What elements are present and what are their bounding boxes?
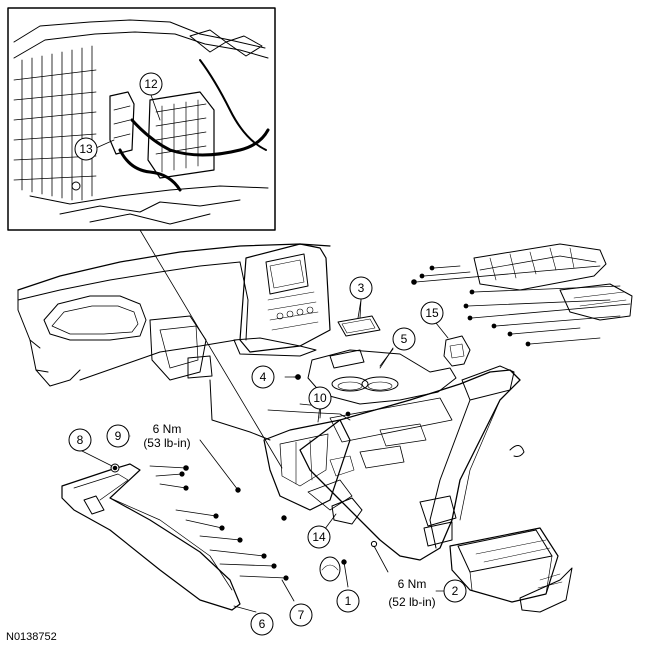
torque-upper-lbin: (53 lb-in) [143, 436, 190, 450]
callout-13: 13 [74, 137, 98, 161]
console-frame-bracket [263, 419, 363, 525]
callout-6-label: 6 [259, 617, 266, 631]
callout-8-label: 8 [77, 433, 84, 447]
torque-lower-lbin: (52 lb-in) [388, 595, 435, 609]
callout-15: 15 [420, 301, 444, 325]
callout-7: 7 [289, 603, 313, 627]
callout-2: 2 [443, 579, 467, 603]
callout-1-label: 1 [345, 594, 352, 608]
right-duct-panel [473, 243, 633, 321]
screw-set-left [149, 465, 289, 581]
callout-8: 8 [68, 428, 92, 452]
callout-10-label: 10 [313, 391, 327, 405]
part-3-bezel [337, 299, 381, 337]
callout-13-label: 13 [79, 142, 93, 156]
callout-1: 1 [336, 589, 360, 613]
torque-lower-nm: 6 Nm [398, 577, 427, 591]
part-6-lower-panel [61, 463, 241, 611]
callout-3: 3 [349, 276, 373, 300]
part-2-module [449, 527, 573, 613]
part-8-nut [110, 463, 120, 473]
torque-spec-upper: 6 Nm (53 lb-in) [143, 422, 190, 450]
part-1-plug [319, 540, 389, 588]
center-stack [233, 243, 331, 357]
screw-set-right [411, 265, 631, 347]
callout-9: 9 [106, 424, 130, 448]
main-console [299, 365, 525, 561]
callout-15-label: 15 [425, 306, 439, 320]
torque-upper-nm: 6 Nm [153, 422, 182, 436]
callout-12-label: 12 [144, 77, 158, 91]
callout-6: 6 [250, 612, 274, 636]
callout-14-label: 14 [312, 530, 326, 544]
callout-4: 4 [251, 365, 275, 389]
part-15-clip [443, 335, 471, 367]
callout-3-label: 3 [358, 281, 365, 295]
callout-12: 12 [139, 72, 163, 96]
callout-2-label: 2 [452, 584, 459, 598]
callout-9-label: 9 [115, 429, 122, 443]
callout-5: 5 [392, 327, 416, 351]
part-10-bracket [209, 379, 351, 441]
callout-4-label: 4 [260, 370, 267, 384]
instrument-panel [17, 243, 331, 387]
callout-14: 14 [307, 525, 331, 549]
callout-10: 10 [308, 386, 332, 410]
figure-id-label: N0138752 [6, 631, 57, 643]
callout-7-label: 7 [298, 608, 305, 622]
torque-spec-lower: 6 Nm (52 lb-in) [388, 577, 435, 609]
torque-upper-leader [199, 439, 239, 491]
detail-inset [7, 7, 276, 231]
callout-5-label: 5 [401, 332, 408, 346]
